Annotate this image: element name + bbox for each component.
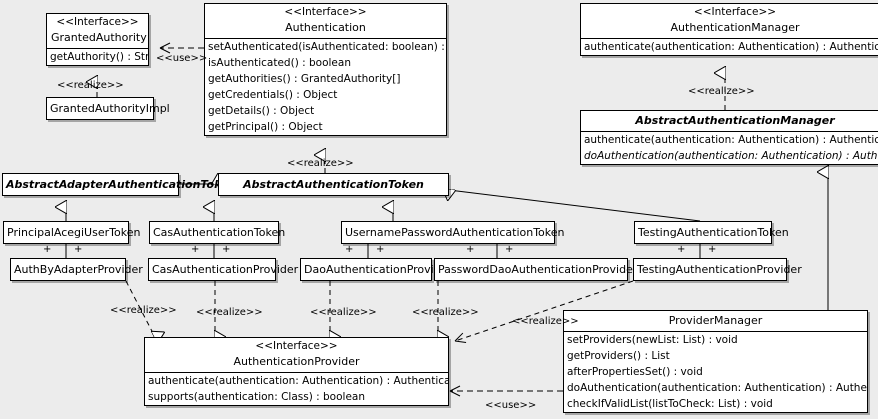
- class-name-label: CasAuthenticationToken: [153, 226, 286, 239]
- edge-label-realize-testing-provider: <<realize>>: [512, 316, 579, 327]
- method-item: getProviders() : List: [567, 350, 670, 362]
- edge-label-realize-dao-provider: <<realize>>: [310, 307, 377, 318]
- class-name-label: AbstractAuthenticationManager: [635, 114, 835, 127]
- class-header: <<Interface>> AuthenticationManager: [581, 4, 878, 38]
- method-item: authenticate(authentication: Authenticat…: [584, 41, 878, 53]
- method-item: setProviders(newList: List) : void: [567, 334, 738, 346]
- multiplicity-marker: +: [74, 244, 83, 255]
- edge-label-realize-granted-authority-impl: <<realize>>: [57, 80, 124, 91]
- class-auth-by-adapter-provider[interactable]: AuthByAdapterProvider: [10, 258, 143, 281]
- class-name-label: GrantedAuthorityImpl: [50, 102, 170, 115]
- class-header: ProviderManager: [564, 311, 867, 331]
- class-dao-authentication-provider[interactable]: DaoAuthenticationProvider: [300, 258, 452, 281]
- method-item: getPrincipal() : Object: [208, 121, 323, 133]
- multiplicity-marker: +: [191, 244, 200, 255]
- multiplicity-marker: +: [222, 244, 231, 255]
- class-name-label: UsernamePasswordAuthenticationToken: [345, 226, 565, 239]
- class-name-label: TestingAuthenticationProvider: [637, 263, 802, 276]
- stereotype-label: <<Interface>>: [693, 6, 777, 18]
- class-name-label: AuthenticationProvider: [233, 355, 360, 368]
- class-name-label: AuthByAdapterProvider: [14, 263, 143, 276]
- class-name-label: AbstractAuthenticationToken: [243, 178, 424, 191]
- class-name-label: AuthenticationManager: [670, 21, 800, 34]
- class-principal-acegi-user-token[interactable]: PrincipalAcegiUserToken: [3, 221, 141, 244]
- edge-label-realize-abstract-authentication-manager: <<realize>>: [688, 86, 755, 97]
- class-abstract-authentication-token[interactable]: AbstractAuthenticationToken: [218, 173, 449, 196]
- methods-compartment: setAuthenticated(isAuthenticated: boolea…: [205, 38, 446, 135]
- method-item: supports(authentication: Class) : boolea…: [148, 391, 365, 403]
- class-name-label: GrantedAuthority: [51, 31, 147, 44]
- class-name-label: ProviderManager: [668, 314, 763, 327]
- class-granted-authority-impl[interactable]: GrantedAuthorityImpl: [46, 97, 170, 120]
- class-header: <<Interface>> GrantedAuthority: [47, 14, 148, 48]
- method-item: getAuthorities() : GrantedAuthority[]: [208, 73, 401, 85]
- class-name-label: DaoAuthenticationProvider: [304, 263, 452, 276]
- stereotype-label: <<Interface>>: [255, 340, 338, 352]
- methods-compartment: authenticate(authentication: Authenticat…: [581, 38, 878, 55]
- multiplicity-marker: +: [505, 244, 514, 255]
- method-item: setAuthenticated(isAuthenticated: boolea…: [208, 41, 446, 53]
- class-cas-authentication-provider[interactable]: CasAuthenticationProvider: [148, 258, 299, 281]
- multiplicity-marker: +: [708, 244, 717, 255]
- method-item: doAuthentication(authentication: Authent…: [584, 150, 878, 162]
- class-testing-authentication-token[interactable]: TestingAuthenticationToken: [634, 221, 789, 244]
- class-header: <<Interface>> Authentication: [205, 4, 446, 38]
- multiplicity-marker: +: [376, 244, 385, 255]
- edge-label-realize-cas-provider: <<realize>>: [196, 307, 263, 318]
- class-header: AbstractAuthenticationManager: [581, 111, 878, 131]
- edge-label-realize-auth-by-adapter: <<realize>>: [110, 305, 177, 316]
- class-testing-authentication-provider[interactable]: TestingAuthenticationProvider: [633, 258, 802, 281]
- method-item: authenticate(authentication: Authenticat…: [148, 375, 448, 387]
- methods-compartment: setProviders(newList: List) : void getPr…: [564, 331, 867, 412]
- class-password-dao-authentication-provider[interactable]: PasswordDaoAuthenticationProvider: [434, 258, 638, 281]
- stereotype-label: <<Interface>>: [56, 16, 139, 28]
- methods-compartment: getAuthority() : String: [47, 48, 148, 65]
- class-abstract-authentication-manager[interactable]: AbstractAuthenticationManager authentica…: [580, 110, 878, 165]
- method-item: authenticate(authentication: Authenticat…: [584, 134, 878, 146]
- class-granted-authority[interactable]: <<Interface>> GrantedAuthority getAuthor…: [46, 13, 149, 66]
- edge-label-use-provider-manager: <<use>>: [485, 400, 537, 411]
- class-authentication[interactable]: <<Interface>> Authentication setAuthenti…: [204, 3, 447, 136]
- multiplicity-marker: +: [677, 244, 686, 255]
- class-header: <<Interface>> AuthenticationProvider: [145, 338, 448, 372]
- class-name-label: TestingAuthenticationToken: [638, 226, 789, 239]
- method-item: getCredentials() : Object: [208, 89, 338, 101]
- method-item: afterPropertiesSet() : void: [567, 366, 703, 378]
- method-item: getAuthority() : String: [50, 51, 148, 63]
- method-item: checkIfValidList(listToCheck: List) : vo…: [567, 398, 773, 410]
- edge-testingauthenticationtoken-extends-abstracttoken: [449, 190, 701, 222]
- class-name-label: CasAuthenticationProvider: [152, 263, 299, 276]
- class-authentication-manager[interactable]: <<Interface>> AuthenticationManager auth…: [580, 3, 878, 56]
- class-abstract-adapter-authentication-token[interactable]: AbstractAdapterAuthenticationToken: [2, 173, 237, 196]
- class-name-label: Authentication: [285, 21, 366, 34]
- multiplicity-marker: +: [345, 244, 354, 255]
- class-cas-authentication-token[interactable]: CasAuthenticationToken: [149, 221, 286, 244]
- method-item: doAuthentication(authentication: Authent…: [567, 382, 867, 394]
- stereotype-label: <<Interface>>: [284, 6, 367, 18]
- edge-label-use-granted-authority: <<use>>: [156, 53, 208, 64]
- methods-compartment: authenticate(authentication: Authenticat…: [145, 372, 448, 405]
- edge-label-realize-password-dao-provider: <<realize>>: [412, 307, 479, 318]
- class-name-label: PrincipalAcegiUserToken: [7, 226, 141, 239]
- edge-label-realize-abstract-authentication-token: <<realize>>: [287, 158, 354, 169]
- class-name-label: AbstractAdapterAuthenticationToken: [6, 178, 237, 191]
- class-provider-manager[interactable]: ProviderManager setProviders(newList: Li…: [563, 310, 868, 413]
- method-item: isAuthenticated() : boolean: [208, 57, 351, 69]
- multiplicity-marker: +: [466, 244, 475, 255]
- class-authentication-provider[interactable]: <<Interface>> AuthenticationProvider aut…: [144, 337, 449, 406]
- methods-compartment: authenticate(authentication: Authenticat…: [581, 131, 878, 164]
- class-username-password-authentication-token[interactable]: UsernamePasswordAuthenticationToken: [341, 221, 565, 244]
- multiplicity-marker: +: [43, 244, 52, 255]
- method-item: getDetails() : Object: [208, 105, 315, 117]
- class-name-label: PasswordDaoAuthenticationProvider: [438, 263, 638, 276]
